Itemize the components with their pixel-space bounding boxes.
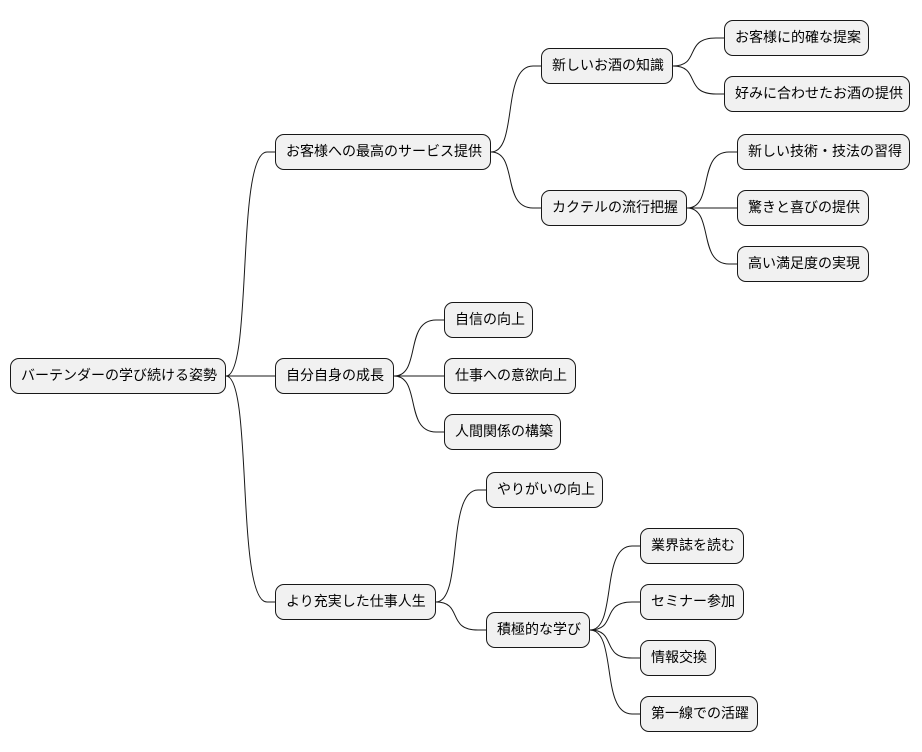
node-work-motivation: 仕事への意欲向上 bbox=[444, 358, 576, 394]
connector-node-active-learning-to-node-info-exchange bbox=[589, 629, 640, 659]
node-new-techniques: 新しい技術・技法の習得 bbox=[737, 134, 910, 170]
node-info-exchange: 情報交換 bbox=[640, 640, 716, 676]
connector-branch-fulfilling-career-to-node-job-satisfaction bbox=[435, 489, 486, 603]
branch-customer-service: お客様への最高のサービス提供 bbox=[275, 134, 491, 170]
root-node: バーテンダーの学び続ける姿勢 bbox=[10, 358, 226, 394]
node-seminars: セミナー参加 bbox=[640, 584, 744, 620]
node-industry-magazines: 業界誌を読む bbox=[640, 528, 744, 564]
node-cocktail-trends: カクテルの流行把握 bbox=[541, 190, 687, 226]
connector-branch-customer-service-to-node-new-liquor-knowledge bbox=[490, 65, 541, 153]
connector-branch-self-growth-to-node-relationships bbox=[393, 375, 444, 433]
connector-node-cocktail-trends-to-node-new-techniques bbox=[686, 151, 737, 209]
node-confidence: 自信の向上 bbox=[444, 302, 533, 338]
connector-node-cocktail-trends-to-node-high-satisfaction bbox=[686, 207, 737, 265]
connector-root-node-to-branch-fulfilling-career bbox=[225, 375, 275, 603]
node-new-liquor-knowledge: 新しいお酒の知識 bbox=[541, 48, 673, 84]
connector-node-new-liquor-knowledge-to-node-accurate-proposal bbox=[672, 37, 724, 67]
connector-branch-customer-service-to-node-cocktail-trends bbox=[490, 151, 541, 209]
node-front-line: 第一線での活躍 bbox=[640, 696, 758, 732]
node-preferred-liquor: 好みに合わせたお酒の提供 bbox=[724, 76, 910, 112]
connector-branch-fulfilling-career-to-node-active-learning bbox=[435, 601, 486, 631]
node-surprise-joy: 驚きと喜びの提供 bbox=[737, 190, 869, 226]
node-active-learning: 積極的な学び bbox=[486, 612, 590, 648]
branch-self-growth: 自分自身の成長 bbox=[275, 358, 394, 394]
connector-node-active-learning-to-node-front-line bbox=[589, 629, 640, 715]
node-accurate-proposal: お客様に的確な提案 bbox=[724, 20, 869, 56]
branch-fulfilling-career: より充実した仕事人生 bbox=[275, 584, 436, 620]
connector-node-active-learning-to-node-seminars bbox=[589, 601, 640, 631]
node-job-satisfaction: やりがいの向上 bbox=[486, 472, 603, 508]
connector-node-new-liquor-knowledge-to-node-preferred-liquor bbox=[672, 65, 724, 95]
connector-branch-self-growth-to-node-confidence bbox=[393, 319, 444, 377]
connector-root-node-to-branch-customer-service bbox=[225, 151, 275, 377]
node-high-satisfaction: 高い満足度の実現 bbox=[737, 246, 869, 282]
node-relationships: 人間関係の構築 bbox=[444, 414, 561, 450]
connector-node-active-learning-to-node-industry-magazines bbox=[589, 545, 640, 631]
